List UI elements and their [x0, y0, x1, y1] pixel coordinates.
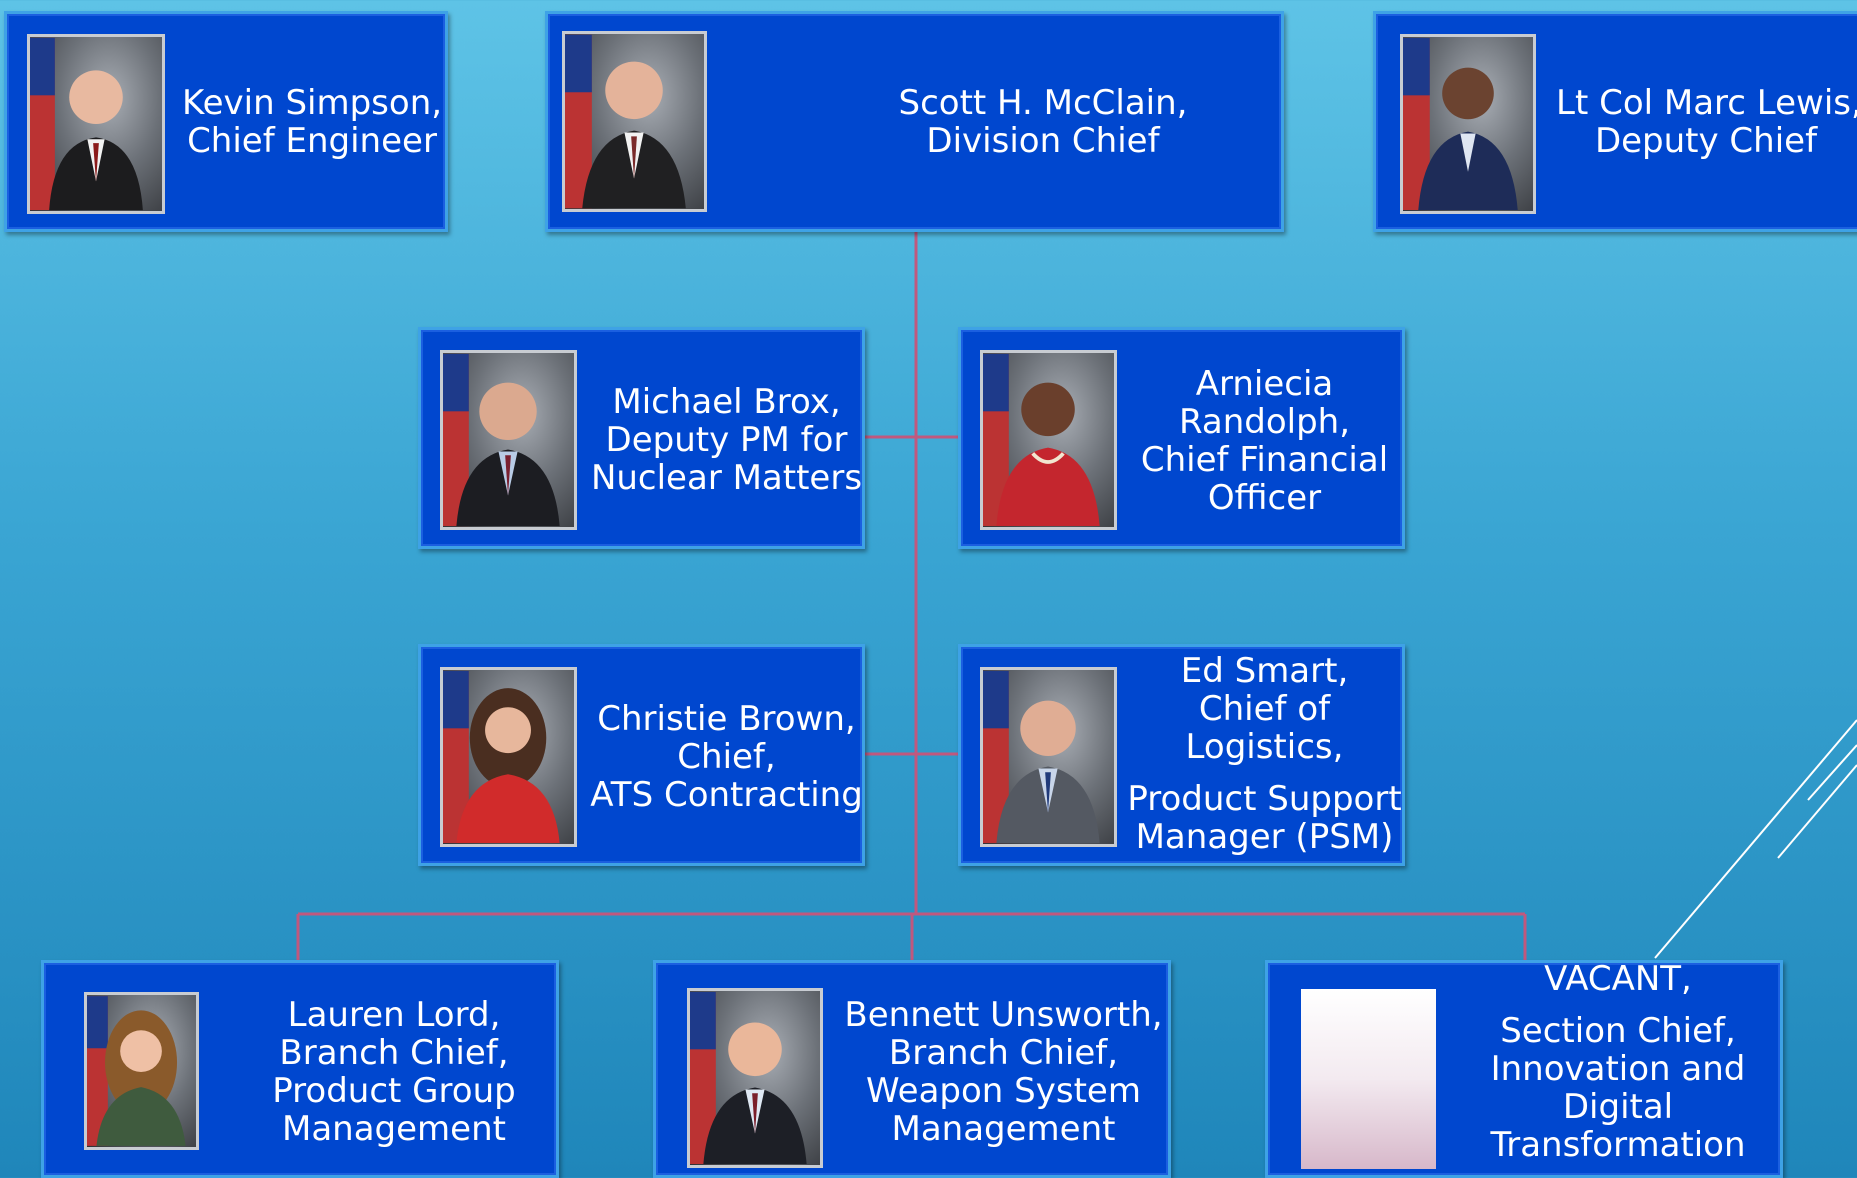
- card-christie-brown: Christie Brown,Chief,ATS Contracting: [418, 644, 865, 866]
- portrait-photo: [27, 34, 165, 214]
- portrait-photo: [1400, 34, 1536, 214]
- vacant-placeholder: [1301, 989, 1436, 1169]
- card-kevin-simpson: Kevin Simpson,Chief Engineer: [4, 11, 448, 232]
- portrait-photo: [562, 31, 707, 212]
- card-text: Kevin Simpson,Chief Engineer: [182, 83, 443, 161]
- portrait-photo: [687, 988, 823, 1168]
- portrait-photo: [84, 992, 199, 1150]
- card-text: Lt Col Marc Lewis,Deputy Chief: [1556, 83, 1857, 161]
- card-scott-mcclain: Scott H. McClain,Division Chief: [545, 11, 1284, 232]
- portrait-photo: [980, 667, 1117, 847]
- portrait-photo: [440, 350, 577, 530]
- card-text: Christie Brown,Chief,ATS Contracting: [590, 699, 863, 815]
- card-marc-lewis: Lt Col Marc Lewis,Deputy Chief: [1373, 11, 1857, 232]
- card-text: Scott H. McClain,Division Chief: [898, 83, 1188, 161]
- decorative-diagonal-lines: [1654, 719, 1857, 959]
- card-bennett-unsworth: Bennett Unsworth,Branch Chief,Weapon Sys…: [653, 960, 1171, 1178]
- portrait-photo: [440, 667, 577, 847]
- portrait-photo: [980, 350, 1117, 530]
- card-text: Bennett Unsworth,Branch Chief,Weapon Sys…: [844, 995, 1163, 1149]
